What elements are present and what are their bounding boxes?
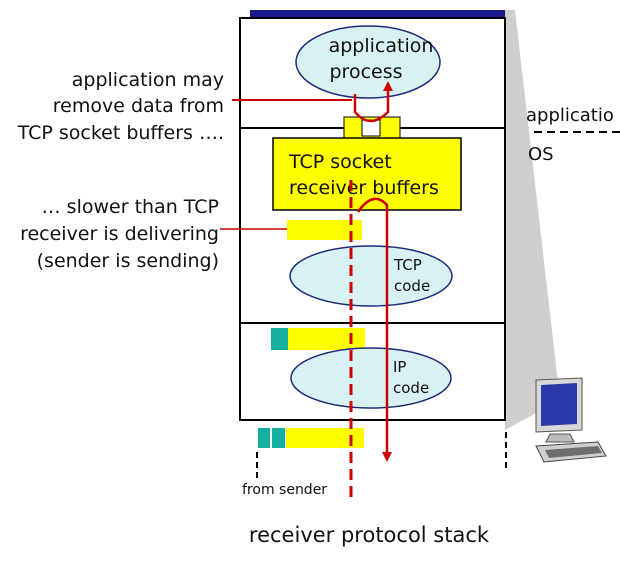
annotation-slower-3: (sender is sending) xyxy=(37,250,219,272)
application-process-label-1: application xyxy=(329,35,434,57)
tcp-data-chunk xyxy=(287,220,362,240)
socket-buffers-label-1: TCP socket xyxy=(288,151,392,173)
incoming-packet-data xyxy=(286,428,364,448)
tcp-code-label-2: code xyxy=(394,277,430,295)
incoming-packet-header-1 xyxy=(258,428,270,448)
ip-code-label-2: code xyxy=(393,379,429,397)
annotation-remove-1: application may xyxy=(72,69,224,91)
annotation-remove-2: remove data from xyxy=(53,95,224,117)
tcp-socket-receiver-buffers xyxy=(272,137,462,211)
tcp-code-ellipse xyxy=(289,245,453,307)
computer-icon xyxy=(535,377,607,463)
diagram-caption: receiver protocol stack xyxy=(249,523,490,547)
socket-read-slot-window xyxy=(361,119,381,137)
application-process-label-2: process xyxy=(329,61,402,83)
layer-os-label: OS xyxy=(528,144,554,165)
tcp-code-label-1: TCP xyxy=(393,256,422,274)
application-process-ellipse xyxy=(295,25,441,99)
annotation-slower-2: receiver is delivering xyxy=(20,223,219,245)
ip-segment-header xyxy=(271,328,288,350)
incoming-packet-header-2 xyxy=(272,428,285,448)
data-flow-up-arrow xyxy=(353,81,393,123)
annotation-slower-1: … slower than TCP xyxy=(42,196,219,218)
layer-application-label: applicatio xyxy=(526,105,614,126)
ip-code-ellipse xyxy=(290,347,452,409)
stack-side-panel xyxy=(505,10,560,430)
ip-segment-data xyxy=(288,328,365,350)
from-sender-label: from sender xyxy=(242,482,327,498)
data-flow-down-arrow xyxy=(356,197,392,462)
annotation-remove-3: TCP socket buffers …. xyxy=(17,122,224,144)
socket-buffers-label-2: receiver buffers xyxy=(289,177,439,199)
ip-code-label-1: IP xyxy=(393,358,406,376)
